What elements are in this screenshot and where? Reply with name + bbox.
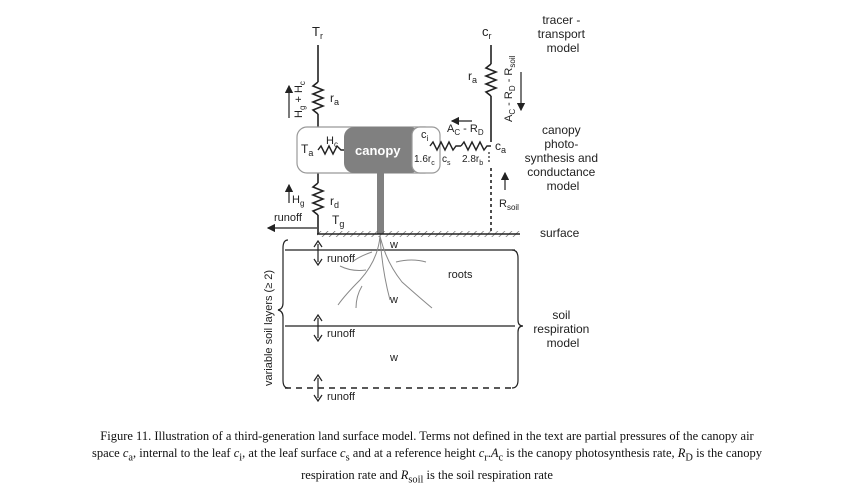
ta-label: Ta [301,142,313,158]
caption-line-1: Figure 11. Illustration of a third-gener… [100,429,754,443]
surface-label: surface [540,226,580,240]
tr-label: Tr [312,24,323,41]
ra-left-label: ra [330,91,339,107]
land-surface-model-diagram: Tr ra Hg + Hc canopy Ta Hc ci ca 1.6rc c… [263,13,602,403]
hc-label: Hc [326,135,338,149]
canopy-stem [377,173,384,234]
cs-label: cs [442,154,451,167]
resistor-ra-left [310,81,326,115]
resistor-rc [429,140,461,152]
runoff-label-3: runoff [327,391,356,403]
runoff-label-2: runoff [327,328,356,340]
hg-hc-label: Hg + Hc [293,81,307,118]
runoff-label-1: runoff [327,253,356,265]
tg-label: Tg [332,213,344,229]
rsoil-label: Rsoil [499,198,519,212]
soil-layers-label: variable soil layers (≥ 2) [263,270,275,386]
rc-label: 1.6rc [414,154,435,167]
canopy-model-label: canopy photo- synthesis and conductance … [525,123,602,193]
ac-rd-rsoil-label: AC - RD - Rsoil [503,55,517,122]
hg-label: Hg [292,194,304,208]
rd-label: rd [330,194,339,210]
resistor-ra-right [483,63,499,97]
caption-line-3: respiration rate and Rsoil is the soil r… [301,467,553,486]
soil-model-label: soil respiration model [533,308,592,350]
resistor-hc [317,144,344,156]
ca-label: ca [495,139,506,155]
soil-water-label-3: w [389,352,398,364]
ac-rd-label: AC - RD [447,123,484,137]
leaf-box [411,126,441,174]
caption-line-2: space ca, internal to the leaf ci, at th… [91,446,763,464]
canopy-label: canopy [355,143,401,158]
roots-label: roots [448,269,473,281]
ci-label: ci [421,129,429,143]
resistor-rd [310,182,326,216]
rb-label: 2.8rb [462,154,483,167]
runoff-surface-label: runoff [274,212,303,224]
soil-model-brace [511,249,524,389]
runoff-arrow-1-heads [313,239,323,267]
runoff-arrow-2-heads [313,313,323,343]
roots-drawing [337,235,433,309]
ra-right-label: ra [468,69,477,85]
soil-water-label-1: w [389,239,398,251]
soil-water-label-2: w [389,294,398,306]
cr-label: cr [482,24,492,41]
soil-layers-brace [277,239,289,389]
figure-caption: Figure 11. Illustration of a third-gener… [20,428,834,488]
runoff-arrow-3-heads [313,373,323,403]
canopy-block [344,127,420,173]
tracer-model-label: tracer - transport model [538,13,589,55]
resistor-rb [460,140,491,152]
